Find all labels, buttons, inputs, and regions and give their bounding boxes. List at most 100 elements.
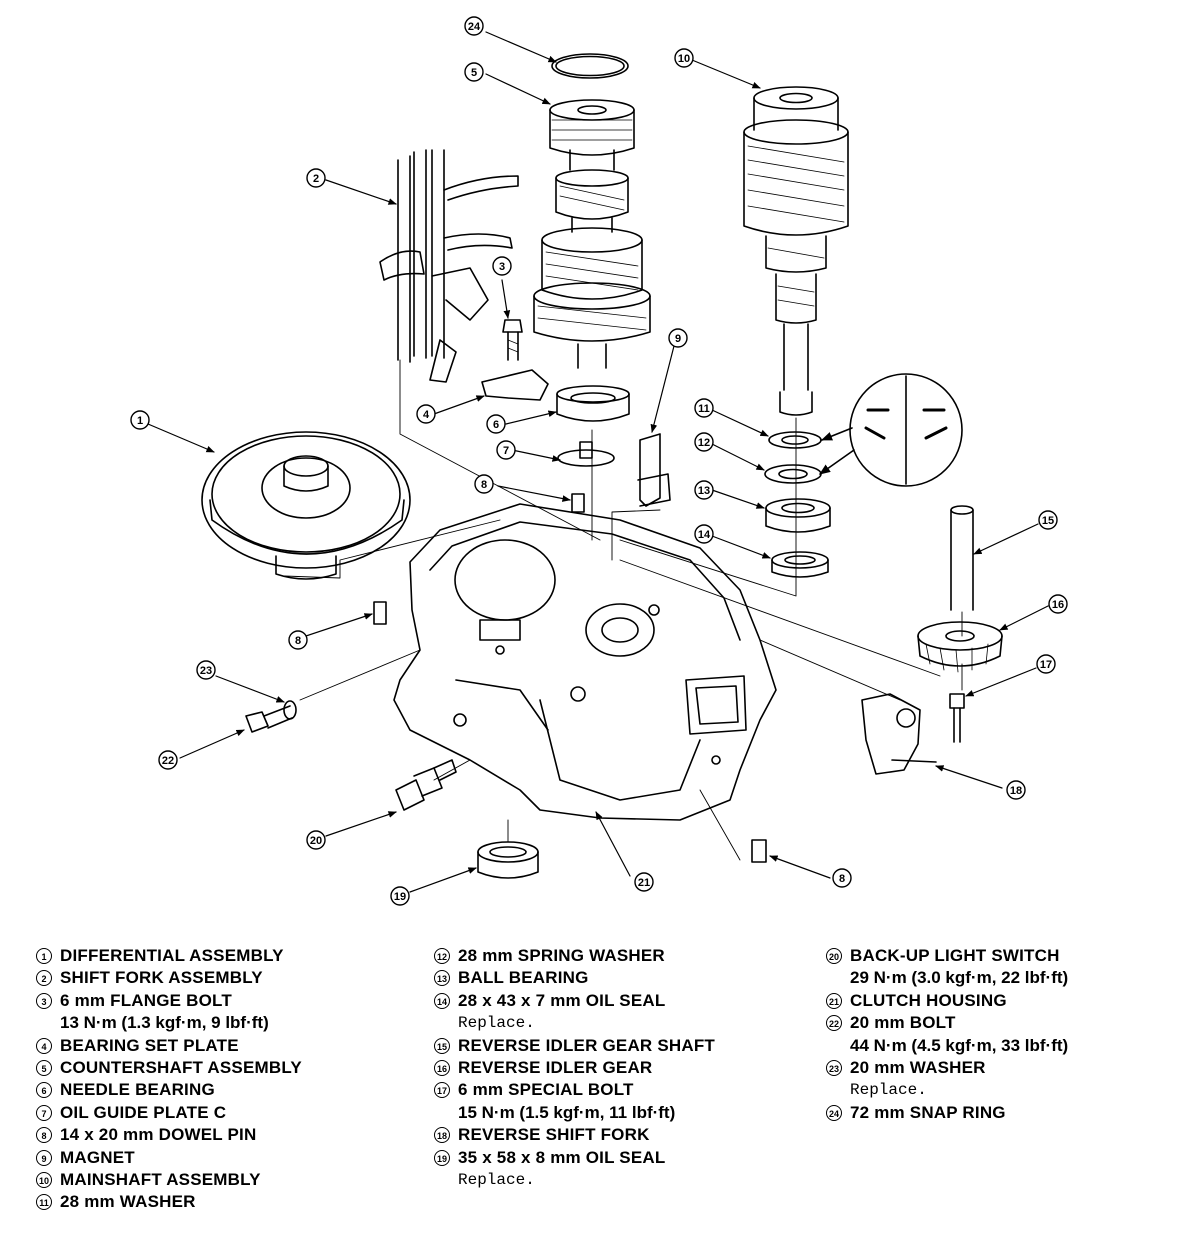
- callout-circle: [1048, 594, 1068, 614]
- callout-19: 19: [390, 886, 410, 906]
- callout-8: 8: [832, 868, 852, 888]
- legend-item-number: 9: [36, 1149, 52, 1166]
- callout-11: 11: [694, 398, 714, 418]
- legend-item-name: SHIFT FORK ASSEMBLY: [60, 968, 263, 988]
- shift-fork-part: [379, 149, 519, 383]
- magnet-part: [637, 433, 671, 507]
- legend-item-name: BEARING SET PLATE: [60, 1035, 239, 1055]
- clutch-housing-part: [393, 503, 777, 821]
- callout-circle: [464, 62, 484, 82]
- legend-item-number: 17: [434, 1082, 450, 1099]
- legend-item-number: 24: [826, 1104, 842, 1121]
- callout-circle: [832, 868, 852, 888]
- needle-bearing-part: [556, 385, 630, 422]
- callout-number: 8: [839, 873, 845, 885]
- legend-item-number: 15: [434, 1037, 450, 1054]
- legend-item-name: BALL BEARING: [458, 968, 589, 988]
- legend-item-name: 14 x 20 mm DOWEL PIN: [60, 1125, 257, 1145]
- callout-circle: [390, 886, 410, 906]
- callout-number: 12: [698, 437, 710, 449]
- legend-item-number: 3: [36, 992, 52, 1009]
- oil-seal-28-part: [771, 551, 829, 578]
- callout-number: 7: [503, 445, 509, 457]
- legend-item-number: 13: [434, 970, 450, 987]
- reverse-shift-fork-part: [861, 693, 937, 775]
- callout-number: 10: [678, 53, 690, 65]
- ball-bearing-part: [765, 498, 831, 533]
- washer-orientation-detail: [819, 373, 963, 487]
- special-bolt-part: [949, 693, 965, 743]
- legend-item-note: 29 N·m (3.0 kgf·m, 22 lbf·ft): [850, 968, 1069, 988]
- callout-circle: [306, 830, 326, 850]
- legend-item-number: 19: [434, 1149, 450, 1166]
- callout-circle: [694, 398, 714, 418]
- callout-circle: [464, 16, 484, 36]
- callout-8: 8: [474, 474, 494, 494]
- callout-number: 24: [468, 21, 481, 33]
- legend-item-note: 13 N·m (1.3 kgf·m, 9 lbf·ft): [60, 1013, 269, 1033]
- callout-circle: [1006, 780, 1026, 800]
- legend-item-number: 20: [826, 948, 842, 964]
- callout-9: 9: [668, 328, 688, 348]
- legend-item-note: 15 N·m (1.5 kgf·m, 11 lbf·ft): [458, 1102, 676, 1122]
- callout-10: 10: [674, 48, 694, 68]
- callout-circle: [416, 404, 436, 424]
- callout-number: 15: [1042, 515, 1054, 527]
- legend-item-name: NEEDLE BEARING: [60, 1080, 215, 1100]
- callout-number: 13: [698, 485, 710, 497]
- legend-item-name: 28 mm SPRING WASHER: [458, 946, 665, 965]
- legend-item-name: 72 mm SNAP RING: [850, 1102, 1006, 1122]
- callout-12: 12: [694, 432, 714, 452]
- callout-number: 8: [481, 479, 487, 491]
- legend-item-name: BACK-UP LIGHT SWITCH: [850, 946, 1060, 965]
- callout-number: 3: [499, 261, 505, 273]
- exploded-transmission-diagram: 1234567891011121314151617181920212223248…: [130, 16, 1068, 906]
- backup-light-switch-part: [395, 759, 457, 811]
- callout-6: 6: [486, 414, 506, 434]
- callout-circle: [492, 256, 512, 276]
- legend-item-name: REVERSE SHIFT FORK: [458, 1125, 650, 1145]
- callout-8: 8: [288, 630, 308, 650]
- legend-item-number: 10: [36, 1172, 52, 1189]
- callout-number: 16: [1052, 599, 1064, 611]
- dowel-pin-part: [373, 493, 767, 863]
- washer-28mm-part: [768, 431, 822, 449]
- callout-number: 20: [310, 835, 322, 847]
- reverse-idler-gear-part: [917, 621, 1003, 673]
- callout-circle: [694, 524, 714, 544]
- legend-item-note: Replace.: [458, 1014, 535, 1033]
- callout-22: 22: [158, 750, 178, 770]
- legend-item-number: 5: [36, 1060, 52, 1077]
- washer-20mm-part: [283, 700, 297, 720]
- callout-18: 18: [1006, 780, 1026, 800]
- legend-item-note: Replace.: [458, 1171, 535, 1190]
- legend-item-number: 23: [826, 1060, 842, 1077]
- callout-number: 22: [162, 755, 174, 767]
- legend-item-number: 1: [36, 948, 52, 964]
- legend-item-name: MAGNET: [60, 1147, 135, 1167]
- callout-number: 14: [698, 529, 711, 541]
- callout-number: 1: [137, 415, 143, 427]
- legend-item-note: Replace.: [850, 1081, 927, 1100]
- callout-circle: [306, 168, 326, 188]
- legend-item-note: 44 N·m (4.5 kgf·m, 33 lbf·ft): [850, 1035, 1069, 1055]
- assembly-guide-lines: [283, 359, 963, 861]
- callout-number: 11: [698, 403, 710, 415]
- legend-item-name: 28 mm WASHER: [60, 1192, 196, 1212]
- callout-circle: [130, 410, 150, 430]
- legend-item-number: 14: [434, 992, 450, 1009]
- callout-circle: [694, 432, 714, 452]
